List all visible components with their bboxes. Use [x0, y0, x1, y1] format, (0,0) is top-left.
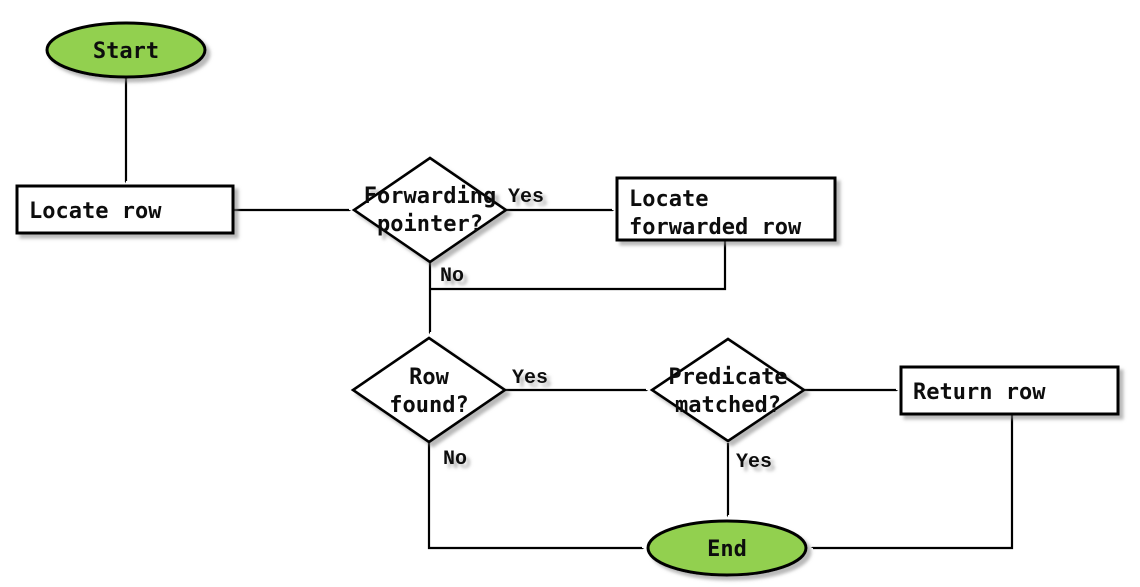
- edge-row-found-no: [427, 442, 642, 548]
- node-forwarding-pointer: Forwarding pointer?: [351, 156, 509, 264]
- node-locate-forwarded-row: Locate forwarded row: [615, 176, 837, 242]
- start-label: Start: [93, 39, 159, 64]
- node-start: Start: [45, 21, 207, 79]
- edge-label-row-found-no: No: [443, 448, 467, 471]
- locate-row-process-shape: [15, 184, 235, 235]
- edge-return-row-to-end: [813, 414, 1014, 550]
- locate-forwarded-row-process-shape: [615, 176, 837, 242]
- edge-labels: Yes No Yes No Yes: [440, 186, 772, 474]
- end-terminator-shape: [646, 519, 808, 577]
- return-row-label: Return row: [913, 380, 1046, 405]
- locate-forwarded-row-label-line2: forwarded row: [629, 215, 802, 240]
- predicate-matched-decision-shape: [649, 337, 807, 443]
- edge-label-predicate-yes: Yes: [736, 451, 772, 474]
- row-found-label-line2: found?: [389, 393, 468, 418]
- row-found-decision-shape: [350, 336, 508, 444]
- row-found-label-line1: Row: [409, 365, 449, 390]
- return-row-process-shape: [899, 365, 1120, 416]
- edge-label-row-found-yes: Yes: [512, 367, 548, 390]
- node-end: End: [646, 519, 808, 577]
- node-return-row: Return row: [899, 365, 1120, 416]
- forwarding-pointer-label-line2: pointer?: [377, 212, 483, 237]
- end-label: End: [707, 537, 747, 562]
- locate-forwarded-row-label-line1: Locate: [629, 187, 708, 212]
- forwarding-pointer-label-line1: Forwarding: [364, 184, 496, 209]
- start-terminator-shape: [45, 21, 207, 79]
- node-row-found: Row found?: [350, 336, 508, 444]
- edge-locate-forwarded-row-merge: [430, 241, 727, 291]
- forwarding-pointer-decision-shape: [351, 156, 509, 264]
- edge-label-forwarding-yes: Yes: [508, 186, 544, 209]
- edge-label-forwarding-no: No: [440, 265, 464, 288]
- node-predicate-matched: Predicate matched?: [649, 337, 807, 443]
- predicate-matched-label-line2: matched?: [675, 393, 781, 418]
- locate-row-label: Locate row: [29, 199, 162, 224]
- edges: [126, 77, 1014, 550]
- node-locate-row: Locate row: [15, 184, 235, 235]
- predicate-matched-label-line1: Predicate: [668, 365, 787, 390]
